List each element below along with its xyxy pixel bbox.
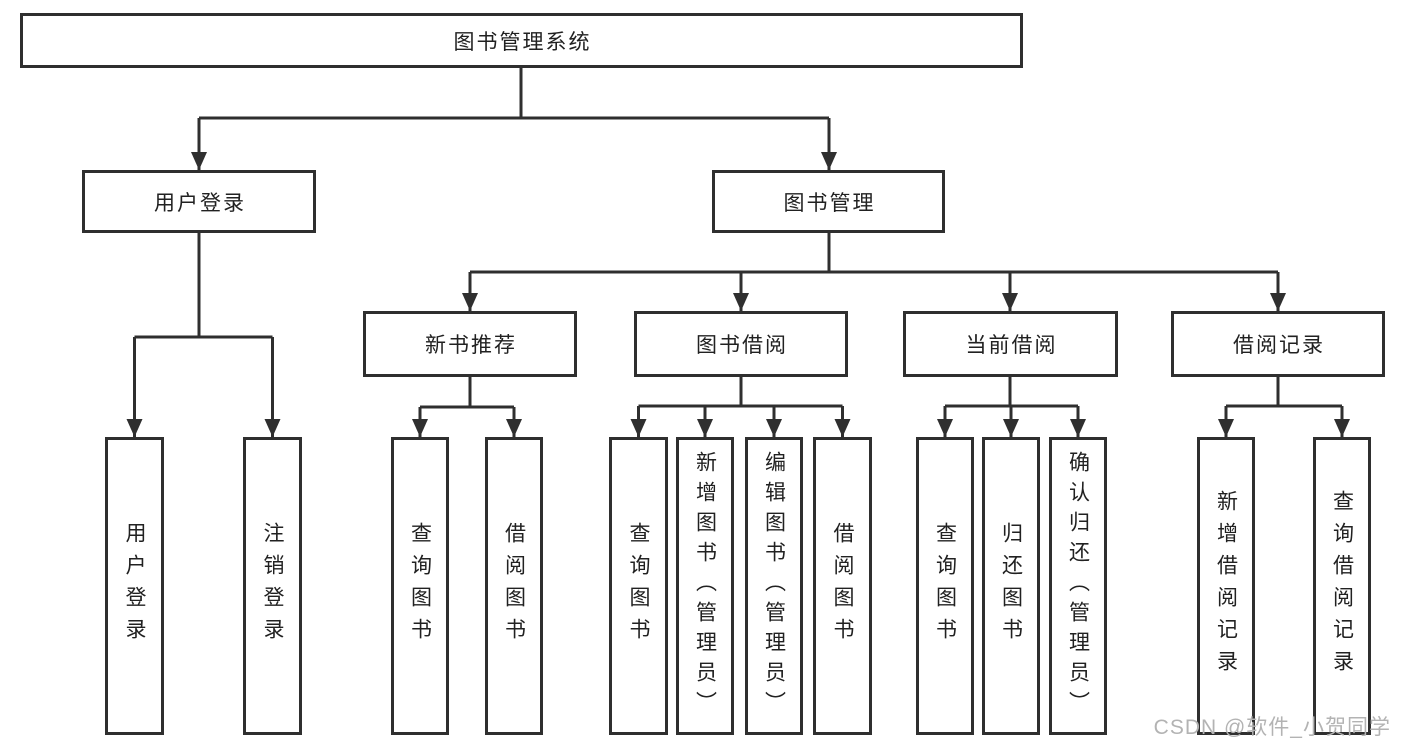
leaf-add-book-admin-label: 新增图书（管理员）	[693, 451, 717, 721]
leaf-add-borrow-record: 新增借阅记录	[1197, 437, 1255, 735]
leaf-query-borrow-record-label: 查询借阅记录	[1330, 490, 1354, 682]
leaf-query-books-current-label: 查询图书	[933, 522, 957, 650]
leaf-borrow-books-label: 借阅图书	[831, 522, 854, 650]
leaf-add-book-admin: 新增图书（管理员）	[676, 437, 734, 735]
leaf-edit-book-admin-label: 编辑图书（管理员）	[762, 451, 786, 721]
node-current-borrow: 当前借阅	[903, 311, 1118, 377]
leaf-borrow-books: 借阅图书	[813, 437, 872, 735]
leaf-borrow-books-recommend-label: 借阅图书	[502, 522, 526, 650]
node-new-book-recommend: 新书推荐	[363, 311, 577, 377]
leaf-add-borrow-record-label: 新增借阅记录	[1214, 490, 1238, 682]
leaf-return-book: 归还图书	[982, 437, 1040, 735]
leaf-query-books-recommend-label: 查询图书	[408, 522, 432, 650]
leaf-query-books-recommend: 查询图书	[391, 437, 449, 735]
watermark: CSDN @软件_小贺同学	[1153, 716, 1391, 739]
node-book-borrow: 图书借阅	[634, 311, 848, 377]
leaf-edit-book-admin: 编辑图书（管理员）	[745, 437, 803, 735]
leaf-logout-label: 注销登录	[261, 522, 284, 650]
leaf-query-books-current: 查询图书	[916, 437, 974, 735]
leaf-borrow-books-recommend: 借阅图书	[485, 437, 543, 735]
leaf-query-books-borrow-label: 查询图书	[627, 522, 650, 650]
leaf-confirm-return-admin-label: 确认归还（管理员）	[1066, 451, 1090, 721]
node-borrow-records: 借阅记录	[1171, 311, 1385, 377]
leaf-logout: 注销登录	[243, 437, 302, 735]
node-book-management: 图书管理	[712, 170, 945, 233]
leaf-query-books-borrow: 查询图书	[609, 437, 668, 735]
node-user-login: 用户登录	[82, 170, 316, 233]
leaf-user-login-label: 用户登录	[123, 522, 146, 650]
node-root: 图书管理系统	[20, 13, 1023, 68]
leaf-query-borrow-record: 查询借阅记录	[1313, 437, 1371, 735]
leaf-return-book-label: 归还图书	[999, 522, 1023, 650]
leaf-confirm-return-admin: 确认归还（管理员）	[1049, 437, 1107, 735]
leaf-user-login: 用户登录	[105, 437, 164, 735]
